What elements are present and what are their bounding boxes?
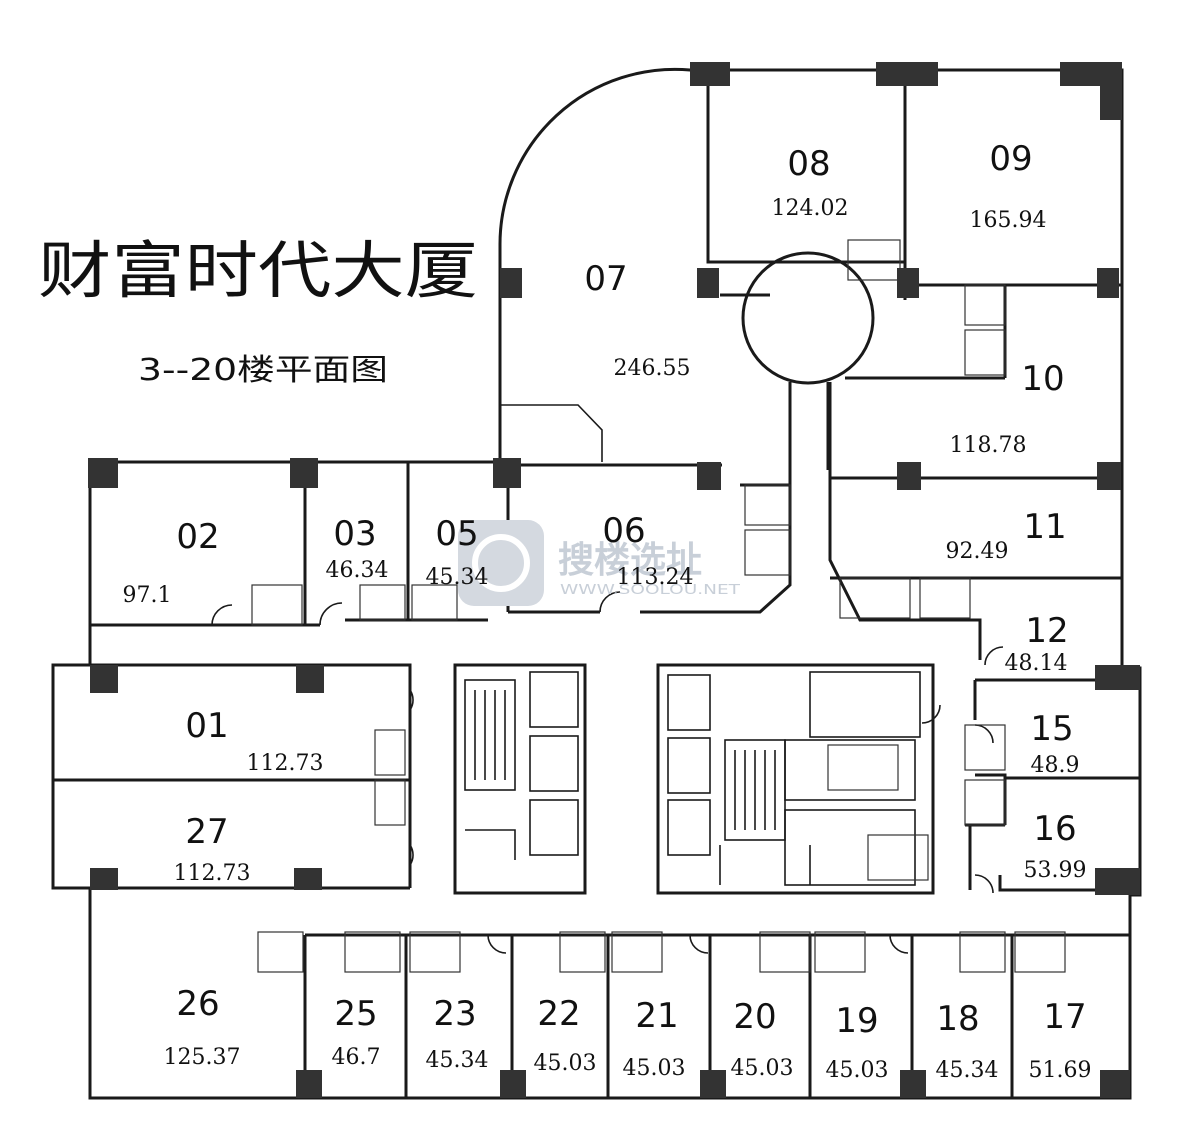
- unit-05: 05 45.34: [426, 514, 489, 590]
- unit-number: 01: [185, 706, 228, 746]
- north-walls: [500, 70, 1122, 660]
- unit-10: 10 118.78: [950, 359, 1065, 458]
- watermark-text: 搜楼选址: [558, 540, 702, 581]
- unit-number: 02: [176, 517, 219, 557]
- unit-11: 11 92.49: [946, 507, 1067, 564]
- unit-area: 48.14: [1005, 651, 1068, 676]
- unit-23: 23 45.34: [426, 994, 489, 1073]
- unit-18: 18 45.34: [936, 999, 999, 1083]
- unit-area: 165.94: [970, 208, 1047, 233]
- unit-number: 16: [1033, 809, 1076, 849]
- unit-area: 112.73: [174, 861, 251, 886]
- unit-area: 45.34: [426, 565, 489, 590]
- unit-area: 92.49: [946, 539, 1009, 564]
- unit-number: 19: [835, 1001, 878, 1041]
- door-swings: [211, 591, 1004, 954]
- building-title: 财富时代大厦: [38, 234, 478, 307]
- unit-number: 18: [936, 999, 979, 1039]
- watermark-url: WWW.SOOLOU.NET: [560, 583, 740, 598]
- unit-area: 97.1: [123, 583, 172, 608]
- core-east: [656, 663, 935, 895]
- unit-area: 53.99: [1024, 858, 1087, 883]
- unit-15: 15 48.9: [1030, 709, 1079, 778]
- unit-number: 17: [1043, 997, 1086, 1037]
- unit-27: 27 112.73: [174, 812, 251, 886]
- unit-16: 16 53.99: [1024, 809, 1087, 883]
- unit-number: 20: [733, 997, 776, 1037]
- unit-09: 09 165.94: [970, 139, 1047, 233]
- unit-21: 21 45.03: [623, 996, 686, 1081]
- watermark-logo-ring: [472, 534, 530, 592]
- core-west: [453, 663, 587, 895]
- unit-area: 125.37: [164, 1045, 241, 1070]
- unit-20: 20 45.03: [731, 997, 794, 1081]
- unit-number: 08: [787, 144, 830, 184]
- unit-25: 25 46.7: [332, 994, 381, 1070]
- watermark-logo-icon: [458, 520, 544, 606]
- unit-area: 118.78: [950, 433, 1027, 458]
- unit-area: 246.55: [614, 356, 691, 381]
- unit-area: 45.34: [936, 1058, 999, 1083]
- unit-number: 07: [584, 259, 627, 299]
- unit-area: 45.03: [534, 1051, 597, 1076]
- unit-17: 17 51.69: [1029, 997, 1092, 1083]
- unit-19: 19 45.03: [826, 1001, 889, 1083]
- unit-labels: 01 112.73 02 97.1 03 46.34 05 45.34 06 1…: [123, 139, 1092, 1083]
- unit-number: 11: [1023, 507, 1066, 547]
- unit-06: 06 113.24: [602, 511, 693, 590]
- unit-08: 08 124.02: [772, 144, 849, 221]
- floor-subtitle: 3--20楼平面图: [138, 353, 388, 388]
- unit-number: 27: [185, 812, 228, 852]
- central-rotunda: [741, 251, 875, 470]
- unit-07: 07 246.55: [584, 259, 690, 381]
- unit-number: 23: [433, 994, 476, 1034]
- unit-number: 12: [1025, 611, 1068, 651]
- washroom-fixtures: [251, 239, 1066, 973]
- unit-number: 09: [989, 139, 1032, 179]
- unit-number: 06: [602, 511, 645, 551]
- unit-number: 10: [1021, 359, 1064, 399]
- unit-12: 12 48.14: [1005, 611, 1069, 676]
- unit-number: 03: [333, 514, 376, 554]
- watermark: 搜楼选址 WWW.SOOLOU.NET: [458, 520, 740, 606]
- unit-number: 22: [537, 994, 580, 1034]
- unit-number: 21: [635, 996, 678, 1036]
- unit-area: 51.69: [1029, 1058, 1092, 1083]
- unit-01: 01 112.73: [185, 706, 323, 776]
- unit-area: 45.03: [623, 1056, 686, 1081]
- building-outline: [51, 67, 1142, 1100]
- unit-02: 02 97.1: [123, 517, 220, 608]
- unit-area: 112.73: [247, 751, 324, 776]
- unit-area: 45.34: [426, 1048, 489, 1073]
- unit-number: 15: [1030, 709, 1073, 749]
- unit-area: 113.24: [617, 565, 694, 590]
- unit-area: 124.02: [772, 196, 849, 221]
- unit-number: 26: [176, 984, 219, 1024]
- unit-number: 05: [435, 514, 478, 554]
- structural-columns: [88, 62, 1140, 1098]
- unit-22: 22 45.03: [534, 994, 597, 1076]
- unit-26: 26 125.37: [164, 984, 241, 1070]
- unit-03: 03 46.34: [326, 514, 389, 583]
- unit-area: 45.03: [826, 1058, 889, 1083]
- unit-area: 45.03: [731, 1056, 794, 1081]
- unit-area: 48.9: [1031, 753, 1080, 778]
- unit-area: 46.34: [326, 558, 389, 583]
- unit-number: 25: [334, 994, 377, 1034]
- unit-area: 46.7: [332, 1045, 381, 1070]
